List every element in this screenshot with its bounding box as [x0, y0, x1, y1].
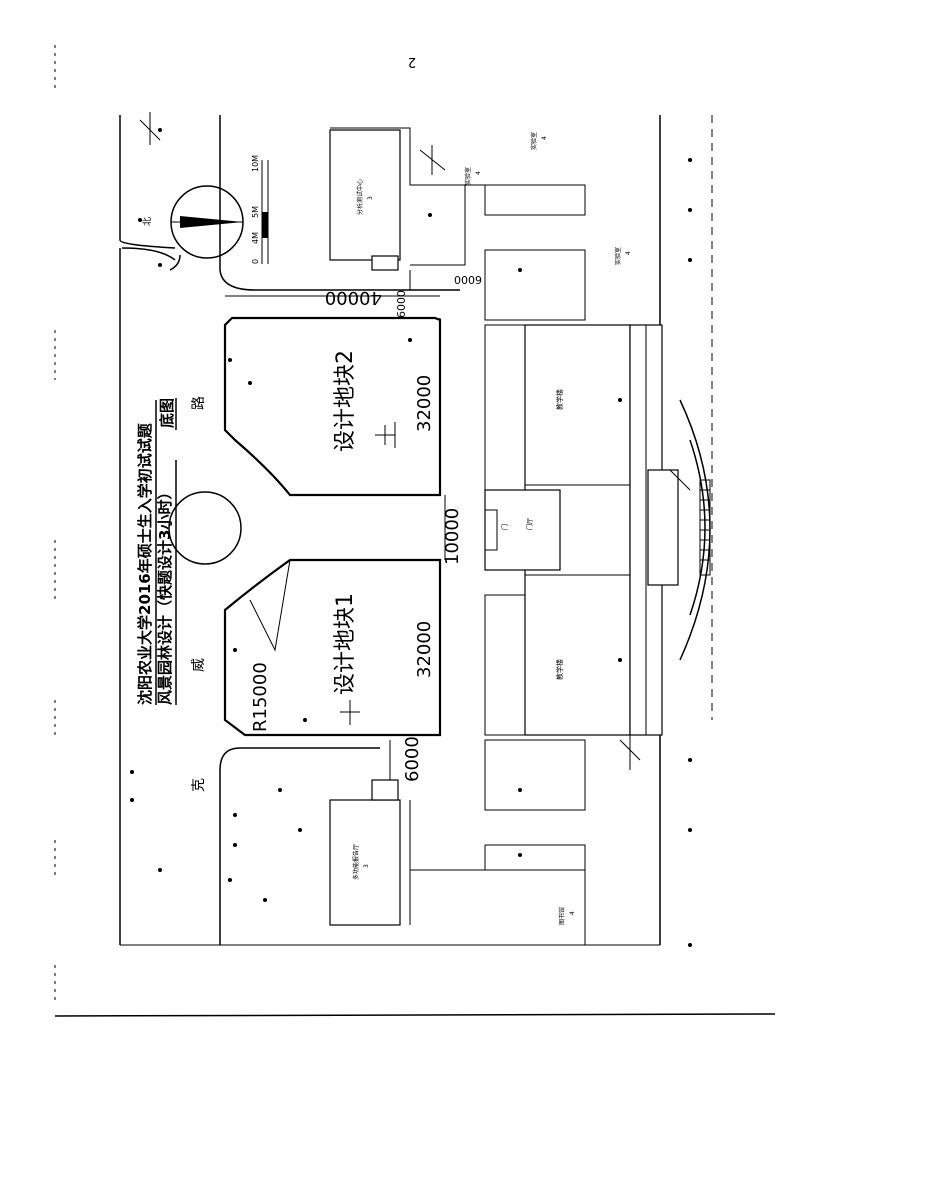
teaching-complex: 教学楼 教学楼 门厅 门	[484, 324, 679, 736]
design-site-1: 设计地块1 32000 R15000	[223, 558, 442, 737]
svg-text:实验室: 实验室	[614, 247, 622, 265]
site1-label: 设计地块1	[333, 593, 358, 695]
svg-text:图书馆: 图书馆	[558, 907, 566, 925]
svg-text:3: 3	[363, 864, 370, 868]
dim-6000-top: 6000	[395, 290, 408, 318]
svg-text:4: 4	[475, 171, 482, 175]
dim-6000-bottom: 6000	[402, 736, 423, 782]
teaching-building-a: 教学楼	[555, 389, 564, 410]
svg-text:3: 3	[367, 196, 374, 200]
svg-text:实验室: 实验室	[530, 132, 538, 150]
terrain-points	[130, 128, 692, 947]
entrance-plaza	[679, 399, 711, 661]
dim-r15000: R15000	[250, 662, 271, 732]
design-site-2: 设计地块2 32000	[223, 316, 442, 497]
dim-10000: 10000	[442, 508, 463, 565]
title-block: 沈阳农业大学2016年硕士生入学初试试题 风景园林设计（快题设计3小时） 底图	[136, 398, 177, 705]
svg-text:实验室: 实验室	[464, 167, 472, 185]
svg-text:分析测试中心: 分析测试中心	[356, 179, 364, 215]
svg-text:4: 4	[569, 911, 576, 915]
page-number: 2	[408, 54, 416, 69]
building-analysis-center: 分析测试中心 3	[329, 129, 401, 271]
dim-32000-site2: 32000	[414, 375, 435, 432]
svg-text:5M: 5M	[251, 206, 260, 218]
sheet-edge-marks	[54, 45, 776, 1017]
dim-40000: 40000	[325, 287, 382, 308]
base-map-label: 底图	[158, 398, 176, 428]
svg-text:4M: 4M	[251, 232, 260, 244]
road-name-char-1: 克	[191, 778, 207, 792]
road-name-char-3: 路	[191, 396, 207, 410]
svg-text:10M: 10M	[251, 155, 260, 172]
roads	[119, 115, 713, 946]
dim-32000-site1: 32000	[414, 621, 435, 678]
dim-6000-right: 6000	[454, 273, 482, 286]
north-arrow: 北	[142, 185, 244, 259]
exam-subtitle: 风景园林设计（快题设计3小时）	[156, 485, 174, 705]
svg-text:门厅: 门厅	[526, 518, 534, 530]
exam-title: 沈阳农业大学2016年硕士生入学初试试题	[136, 422, 154, 705]
building-labels: 实验室 4 实验室 4 实验室 4 图书馆 4	[464, 132, 632, 925]
svg-text:门: 门	[501, 524, 509, 530]
svg-text:4: 4	[625, 251, 632, 255]
svg-text:多功能报告厅: 多功能报告厅	[352, 844, 360, 880]
north-label: 北	[142, 217, 153, 226]
site2-label: 设计地块2	[333, 350, 358, 452]
svg-text:4: 4	[541, 136, 548, 140]
dimension-lines: 40000 6000 6000 10000 6000	[225, 273, 482, 782]
survey-marks	[139, 112, 691, 770]
svg-text:0: 0	[251, 259, 260, 264]
scale-bar: 10M 5M 4M 0	[251, 155, 269, 264]
building-multimedia-hall: 多功能报告厅 3	[329, 779, 401, 926]
road-name-char-2: 威	[191, 658, 207, 672]
teaching-building-b: 教学楼	[555, 659, 564, 680]
